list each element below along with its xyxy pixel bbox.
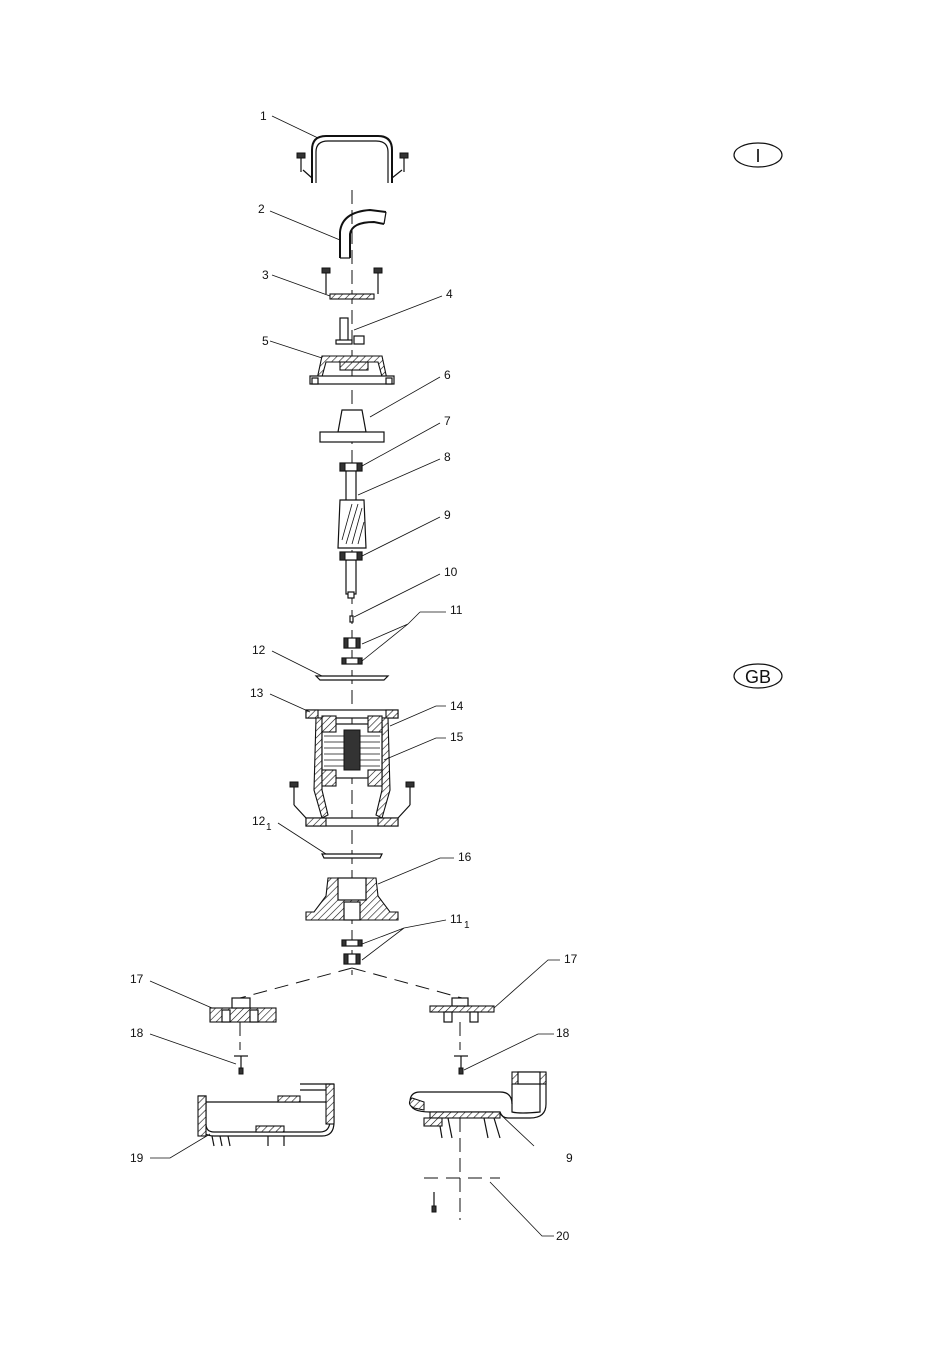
label-20: 20: [556, 1229, 570, 1243]
label-18-right: 18: [556, 1026, 570, 1040]
part-19-pump-body-left: 19: [130, 1084, 334, 1165]
label-1: 1: [260, 109, 267, 123]
label-13: 13: [250, 686, 264, 700]
part-15-stator: 13 14 15: [250, 686, 464, 786]
language-badge-gb: GB: [734, 664, 782, 688]
handle-screw-left: [297, 153, 305, 172]
part-16-seal-housing: 16: [306, 850, 472, 920]
language-badge-i: I: [734, 143, 782, 167]
label-10: 10: [444, 565, 458, 579]
label-8: 8: [444, 450, 451, 464]
label-3: 3: [262, 268, 269, 282]
label-17-left: 17: [130, 972, 144, 986]
label-18-left: 18: [130, 1026, 144, 1040]
part-17-impeller-left: 17: [130, 972, 276, 1050]
label-9: 9: [444, 508, 451, 522]
part-18-screw-right: 18: [454, 1026, 570, 1074]
label-14: 14: [450, 699, 464, 713]
label-15: 15: [450, 730, 464, 744]
label-5: 5: [262, 334, 269, 348]
label-6: 6: [444, 368, 451, 382]
label-17-right: 17: [564, 952, 578, 966]
part-12-gasket: 12: [252, 643, 388, 680]
label-11: 11: [450, 603, 463, 617]
pump-body-legs: [212, 1136, 284, 1146]
svg-text:I: I: [755, 146, 760, 166]
pump-body-right-legs: [440, 1118, 500, 1138]
label-2: 2: [258, 202, 265, 216]
part-2-cable-tube: 2: [258, 202, 386, 258]
branch-line-left: [240, 968, 352, 998]
part-10-key: 10: [350, 565, 458, 622]
part-3-clamp-plate: 3: [262, 268, 382, 299]
label-19: 19: [130, 1151, 144, 1165]
label-11-1: 11: [450, 912, 463, 926]
branch-line-right: [352, 968, 462, 998]
part-11-mechanical-seal: 11: [342, 603, 463, 664]
label-12-1-subscript: 1: [266, 822, 272, 833]
part-8-rotor-shaft: 8: [338, 450, 451, 598]
label-11-1-subscript: 1: [464, 920, 470, 931]
label-16: 16: [458, 850, 472, 864]
label-9-bottom: 9: [566, 1151, 573, 1165]
handle-screw-right: [400, 153, 408, 172]
label-7: 7: [444, 414, 451, 428]
part-18-screw-left: 18: [130, 1026, 248, 1074]
label-12: 12: [252, 643, 266, 657]
part-20-bottom-plate: 20: [424, 1178, 570, 1243]
svg-text:GB: GB: [745, 667, 771, 687]
part-1-handle: 1: [260, 109, 408, 183]
part-5-motor-cover: 5: [262, 334, 394, 384]
label-4: 4: [446, 287, 453, 301]
label-12-1: 12: [252, 814, 266, 828]
